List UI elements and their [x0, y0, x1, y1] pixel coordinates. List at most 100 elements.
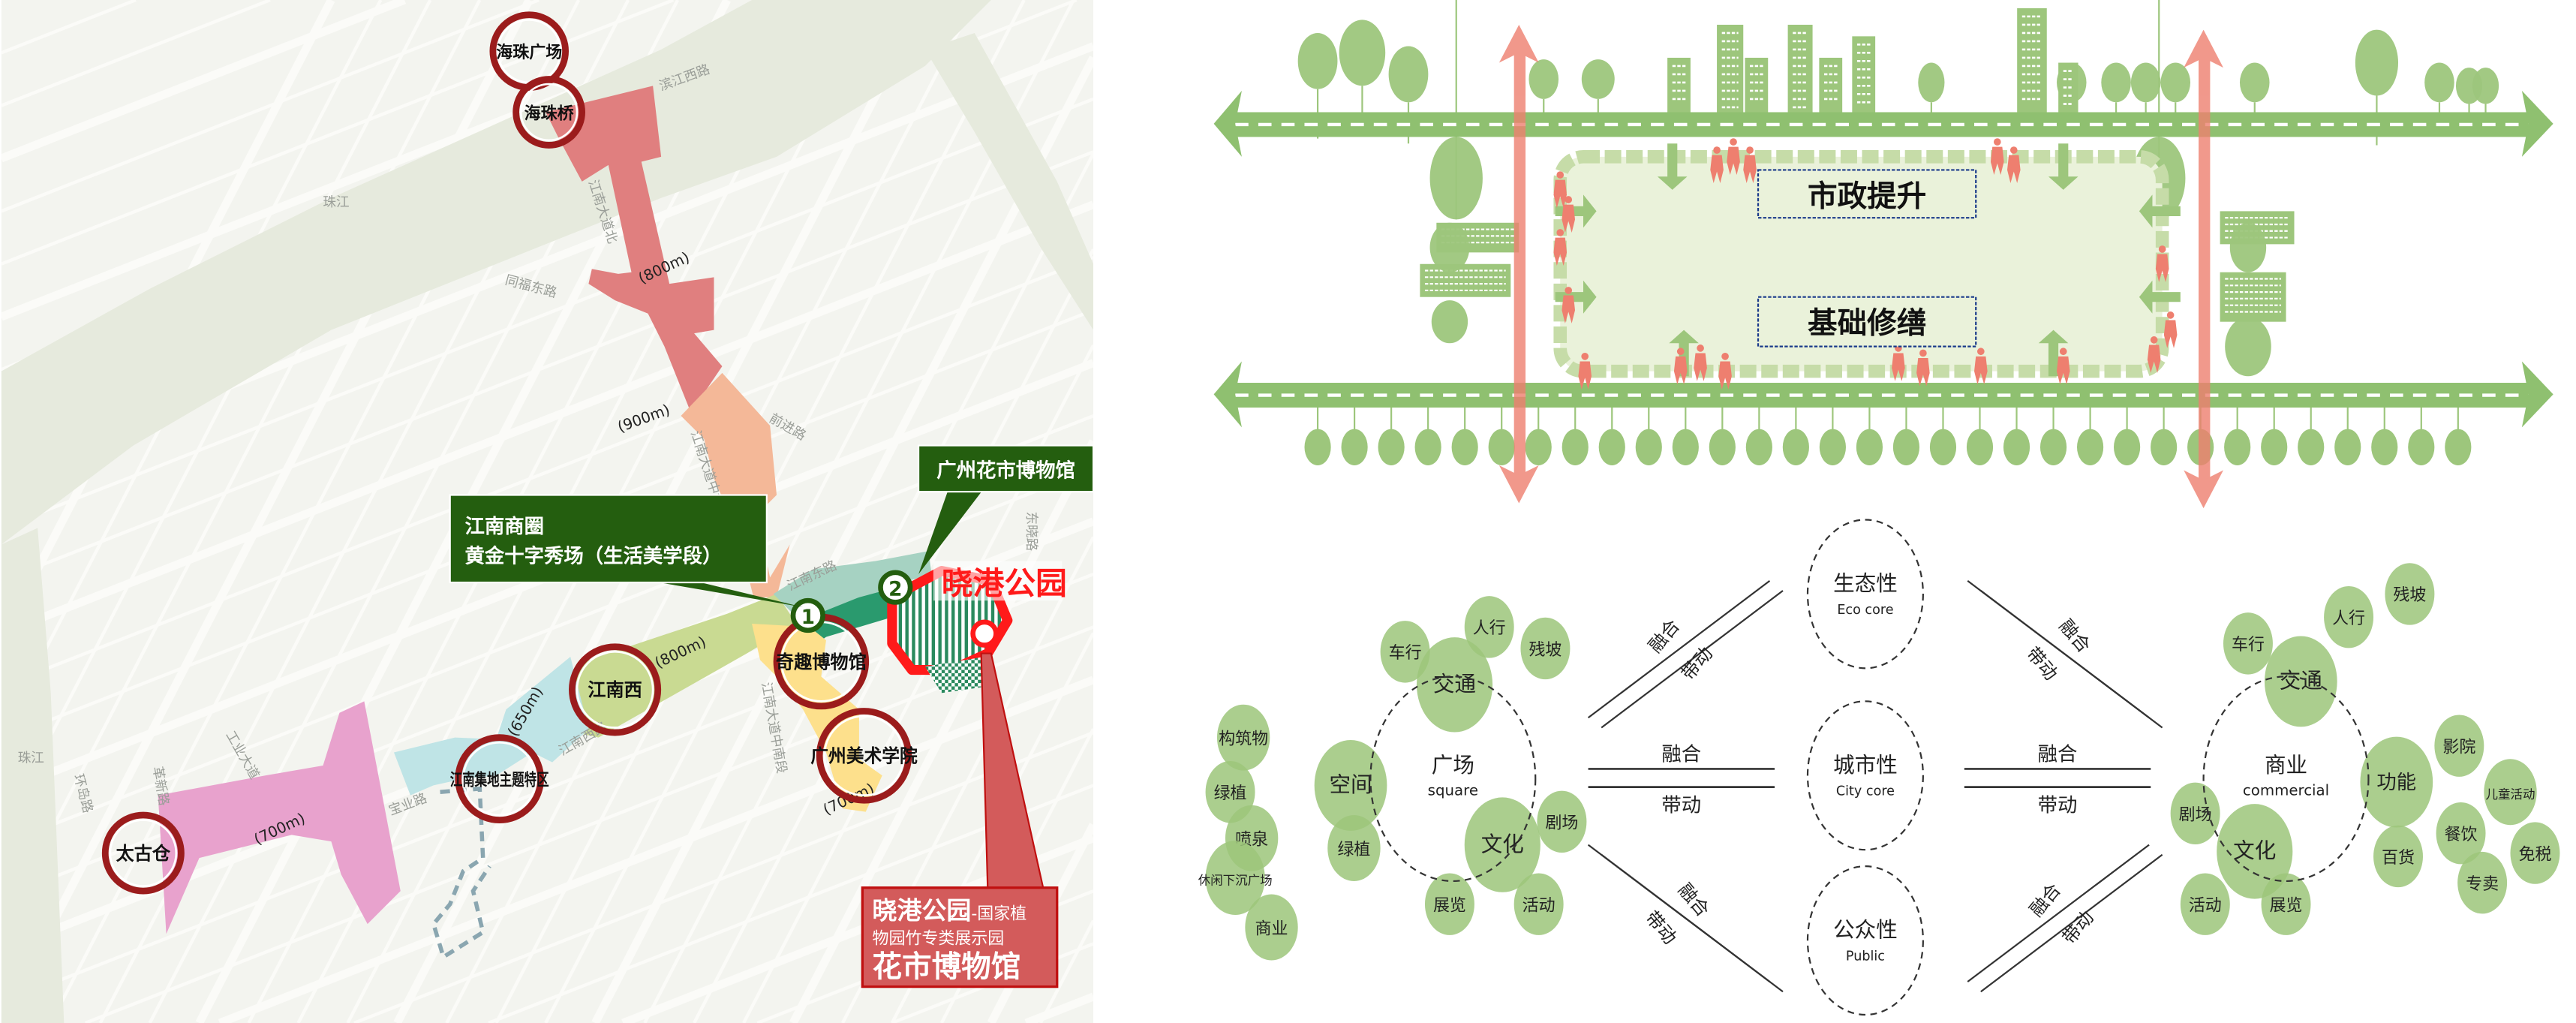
- tree-icon: [1388, 46, 1429, 103]
- tree-icon: [2298, 429, 2325, 465]
- tree-icon: [1598, 429, 1625, 465]
- link-label-fuse: 融合: [2038, 743, 2078, 766]
- person-icon: [1974, 348, 1988, 385]
- tree-icon: [2224, 429, 2251, 465]
- tree-icon: [1297, 32, 1338, 89]
- core-label: 城市性: [1833, 752, 1898, 778]
- person-icon: [2147, 336, 2161, 373]
- link-label-drive: 带动: [2058, 907, 2098, 948]
- person-icon: [1673, 348, 1688, 385]
- tree-icon: [1745, 429, 1772, 465]
- tree-icon: [1635, 429, 1662, 465]
- person-icon: [1562, 287, 1576, 323]
- corridor-jiangnan-mid: [681, 372, 790, 597]
- bubble-item: 车行: [2223, 612, 2273, 675]
- tree-icon: [1856, 429, 1883, 465]
- site-haizhu-bridge-label: 海珠桥: [525, 104, 574, 123]
- site-haizhu-bridge[interactable]: 海珠桥: [512, 76, 585, 149]
- bubble-item: 免税: [2510, 822, 2560, 884]
- inward-arrows: [1555, 143, 2181, 377]
- site-taiguchang[interactable]: 太古仓: [101, 811, 185, 895]
- person-icon: [1991, 138, 2004, 176]
- zone-south-yellow: [752, 623, 882, 812]
- callout-xiaogang-subtitle: 物园竹专类展示园: [873, 929, 1005, 948]
- road-label: 东晓路: [1023, 512, 1039, 552]
- cross-axis-right: [2184, 29, 2223, 509]
- building-icon: [1787, 24, 1813, 116]
- bubble-label: 百货: [2382, 849, 2415, 868]
- hub-square: 广场 square: [1369, 675, 1537, 883]
- marker-2[interactable]: 2: [878, 570, 913, 605]
- site-jiangnan-theme-zone-label: 江南集地主题特区: [450, 770, 549, 790]
- person-icon: [1710, 146, 1724, 184]
- park-label: 晓港公园: [942, 564, 1067, 601]
- bubbles-left: 车行人行残坡交通构筑物空间绿植喷泉绿植休闲下沉广场商业剧场文化展览活动: [1198, 596, 1587, 961]
- zone-taiguchang-magenta: [158, 701, 401, 934]
- planned-path-dashed: [431, 786, 491, 961]
- tree-icon: [1414, 429, 1441, 465]
- tree-icon: [2130, 62, 2161, 103]
- person-icon: [2056, 348, 2070, 385]
- site-jiangnanxi[interactable]: 江南西: [569, 643, 662, 736]
- tree-icon: [2334, 429, 2361, 465]
- callout-flower-museum-text: 广州花市博物馆: [936, 459, 1075, 482]
- tree-icon: [1528, 59, 1559, 99]
- bubble-label: 免税: [2519, 845, 2552, 864]
- bubble-label: 餐饮: [2445, 826, 2478, 844]
- tree-icon: [2114, 429, 2141, 465]
- arrow-left-icon: [1213, 90, 1242, 157]
- bubble-label: 功能: [2376, 772, 2416, 794]
- link-label-drive: 带动: [2022, 643, 2062, 685]
- bubble-label: 剧场: [1545, 814, 1578, 833]
- marker-1[interactable]: 1: [790, 597, 825, 633]
- bubble-item: 百货: [2373, 825, 2423, 888]
- site-jiangnanxi-label: 江南西: [588, 680, 642, 701]
- street-renewal-diagram: 市政提升 基础修缮: [1213, 0, 2553, 509]
- person-icon: [1718, 353, 1732, 390]
- tree-icon: [2229, 222, 2267, 272]
- road-label: 珠江: [18, 751, 44, 766]
- integration-diagram: 车行人行残坡交通构筑物空间绿植喷泉绿植休闲下沉广场商业剧场文化展览活动 车行人行…: [1198, 519, 2560, 1016]
- tree-icon: [1819, 429, 1846, 465]
- tree-icon: [2355, 29, 2399, 96]
- link-label-drive: 带动: [2038, 795, 2078, 817]
- bubble-item: 残坡: [2385, 563, 2435, 625]
- tree-icon: [2371, 429, 2398, 465]
- core-label-en: Eco core: [1837, 603, 1893, 618]
- label-municipal-upgrade: 市政提升: [1757, 169, 1977, 219]
- bubble-label: 剧场: [2179, 806, 2212, 825]
- bubble-item: 残坡: [1520, 617, 1571, 680]
- tree-icon: [1672, 429, 1699, 465]
- bubble-label: 残坡: [1528, 641, 1562, 660]
- bubble-label: 构筑物: [1219, 730, 1268, 748]
- arrow-up-icon: [1669, 329, 1699, 377]
- bubble-item: 人行: [1464, 596, 1514, 658]
- person-icon: [1743, 146, 1757, 184]
- bubble-item: 空间: [1314, 739, 1387, 831]
- hub-commercial: 商业 commercial: [2202, 675, 2370, 883]
- site-gz-academy-fine-arts[interactable]: 广州美术学院: [810, 708, 918, 804]
- road-lower: [1213, 361, 2553, 428]
- callout-xiaogang-title: 晓港公园-国家植: [873, 896, 1027, 925]
- river-west: [1, 528, 65, 1023]
- tree-icon: [1378, 429, 1405, 465]
- bubble-item: 构筑物: [1216, 704, 1270, 771]
- site-fun-museum[interactable]: 奇趣博物馆: [773, 613, 870, 710]
- site-fun-museum-label: 奇趣博物馆: [776, 651, 867, 672]
- arrow-left-icon: [2139, 280, 2181, 314]
- arrow-up-icon: [2038, 329, 2069, 377]
- link-label-drive: 带动: [1641, 907, 1681, 948]
- tree-icon: [1562, 429, 1589, 465]
- marker-2-label: 2: [888, 579, 902, 601]
- building-icon: [1852, 36, 1876, 113]
- bubble-item: 剧场: [1537, 790, 1587, 853]
- bubble-item: 活动: [2180, 873, 2230, 935]
- site-jiangnan-theme-zone[interactable]: 江南集地主题特区: [450, 734, 549, 823]
- bubble-item: 文化: [2217, 804, 2293, 899]
